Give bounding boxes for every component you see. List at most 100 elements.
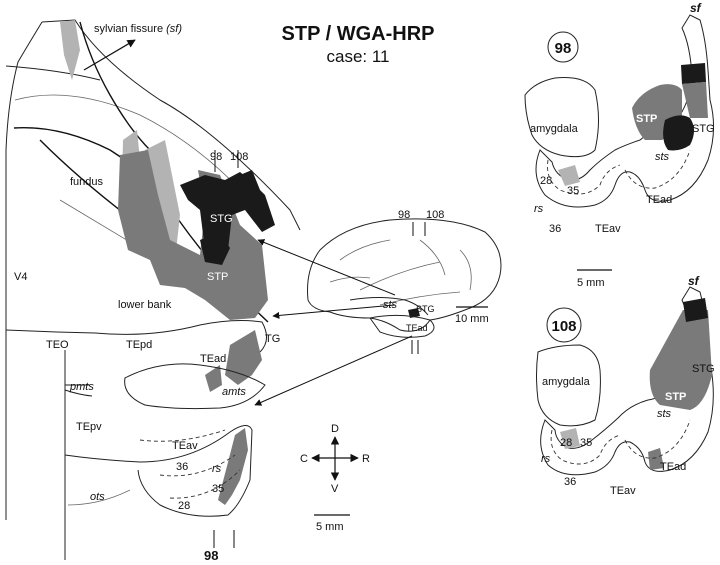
label-pmts: pmts xyxy=(69,381,94,393)
section-108-stg-label: STG xyxy=(692,363,715,375)
section-108-badge xyxy=(546,307,582,343)
figure-title: STP / WGA-HRP xyxy=(282,23,435,45)
section-98-scale-label: 5 mm xyxy=(577,277,605,289)
brain-injection-site xyxy=(408,308,420,318)
label-amts: amts xyxy=(222,386,246,398)
section-108-tead-fill xyxy=(648,448,664,470)
section-98-badge xyxy=(547,31,579,63)
section-98-number: 98 xyxy=(555,40,572,57)
label-level-98: 98 xyxy=(210,151,222,163)
section-108-teav: TEav xyxy=(610,485,636,497)
label-fundus: fundus xyxy=(70,176,104,188)
map-lower-outline xyxy=(5,320,267,353)
main-scale-label: 5 mm xyxy=(316,521,344,533)
section-108-amygdala xyxy=(536,344,601,427)
section-108-amygdala-label: amygdala xyxy=(542,376,591,388)
ventral-outline xyxy=(64,372,253,560)
label-level-108: 108 xyxy=(230,151,248,163)
compass-r: R xyxy=(362,453,370,465)
section-98-teav: TEav xyxy=(595,223,621,235)
brain-temporal-lobe xyxy=(369,314,435,338)
section-108-35: 35 xyxy=(580,437,592,449)
section-98-amygdala-label: amygdala xyxy=(530,123,579,135)
section-98-rs: rs xyxy=(534,203,544,215)
label-tepv: TEpv xyxy=(76,421,102,433)
section-108-sf: sf xyxy=(688,274,700,288)
label-patch-dark xyxy=(240,170,260,195)
label-patch-dark xyxy=(200,232,230,265)
section-98-28: 28 xyxy=(540,175,552,187)
label-patch-medium xyxy=(225,330,262,385)
compass-c: C xyxy=(300,453,308,465)
label-area-35: 35 xyxy=(212,483,224,495)
teav-boundary xyxy=(139,429,226,442)
label-stg: STG xyxy=(210,213,233,225)
sylvian-fissure-arrow xyxy=(83,39,136,71)
section-108-stp-fill xyxy=(649,310,712,410)
section-98-area35-fill xyxy=(558,165,580,186)
map-inner-upper-outline xyxy=(14,94,251,201)
label-patch-medium xyxy=(118,150,268,320)
brain-scale-label: 10 mm xyxy=(455,313,489,325)
label-ots: ots xyxy=(90,491,105,503)
arrow-to-amts xyxy=(254,335,413,406)
section-108-stp-label: STP xyxy=(665,391,686,403)
label-tg: TG xyxy=(265,333,280,345)
section-108-tead: TEad xyxy=(660,461,686,473)
pmts-box xyxy=(64,350,93,420)
figure-subtitle: case: 11 xyxy=(326,47,389,66)
label-bottom-98: 98 xyxy=(204,548,218,563)
area35-boundary xyxy=(169,469,241,499)
section-108: 108 sf amygdala STP STG sts 28 35 rs 36 … xyxy=(536,274,715,497)
compass-d: D xyxy=(331,423,339,435)
label-tead: TEad xyxy=(200,353,226,365)
section-108-number: 108 xyxy=(551,318,576,335)
ots-line xyxy=(67,489,131,506)
section-108-36: 36 xyxy=(564,476,576,488)
map-outline xyxy=(5,19,301,520)
section-98-sf: sf xyxy=(690,1,702,15)
label-patch-medium xyxy=(218,428,248,505)
label-patch-medium xyxy=(205,365,222,392)
section-108-rs: rs xyxy=(541,453,551,465)
section-98: 98 sf amygdala STP STG sts 28 35 rs 36 T… xyxy=(524,1,715,289)
section-108-sts-label: sts xyxy=(657,408,672,420)
label-area-28: 28 xyxy=(178,500,190,512)
orientation-compass: D V C R xyxy=(300,423,370,495)
section-98-tead: TEad xyxy=(646,194,672,206)
brain-label-tead: TEad xyxy=(406,323,428,333)
brain-label-stg: STG xyxy=(416,304,435,314)
label-lower-bank: lower bank xyxy=(118,299,172,311)
label-area-36: 36 xyxy=(176,461,188,473)
lateral-brain-view: 98 108 sts STG TEad 10 mm xyxy=(307,209,502,354)
section-98-stg-dark xyxy=(663,115,694,151)
label-teo: TEO xyxy=(46,339,69,351)
amts-region-outline xyxy=(124,363,266,410)
rs-boundary xyxy=(159,454,236,477)
section-108-28: 28 xyxy=(560,437,572,449)
section-98-36: 36 xyxy=(549,223,561,235)
section-98-stp-label: STP xyxy=(636,113,657,125)
label-patch-light xyxy=(60,20,80,80)
section-98-stg-band xyxy=(682,82,708,118)
section-98-sf-dark xyxy=(681,63,706,84)
section-108-inner-dash xyxy=(550,419,691,465)
brain-sts xyxy=(349,297,429,316)
section-98-cortex xyxy=(535,14,714,208)
compass-v: V xyxy=(331,483,339,495)
arrow-to-stg xyxy=(257,239,396,296)
sylvian-fissure-label: sylvian fissure (sf) xyxy=(94,23,182,35)
section-98-inner-dash xyxy=(547,149,691,195)
brain-sulci xyxy=(329,239,472,306)
label-tepd: TEpd xyxy=(126,339,152,351)
label-rs: rs xyxy=(212,463,222,475)
section-108-area35-fill xyxy=(560,428,580,449)
section-98-sts-label: sts xyxy=(655,151,670,163)
section-98-amygdala xyxy=(524,77,599,158)
brain-label-108: 108 xyxy=(426,209,444,221)
label-teav: TEav xyxy=(172,440,198,452)
section-108-sf-dark xyxy=(683,298,708,322)
unfolded-cortex-map: sylvian fissure (sf) fundus V4 lower ban… xyxy=(5,19,301,563)
section-98-35: 35 xyxy=(567,185,579,197)
